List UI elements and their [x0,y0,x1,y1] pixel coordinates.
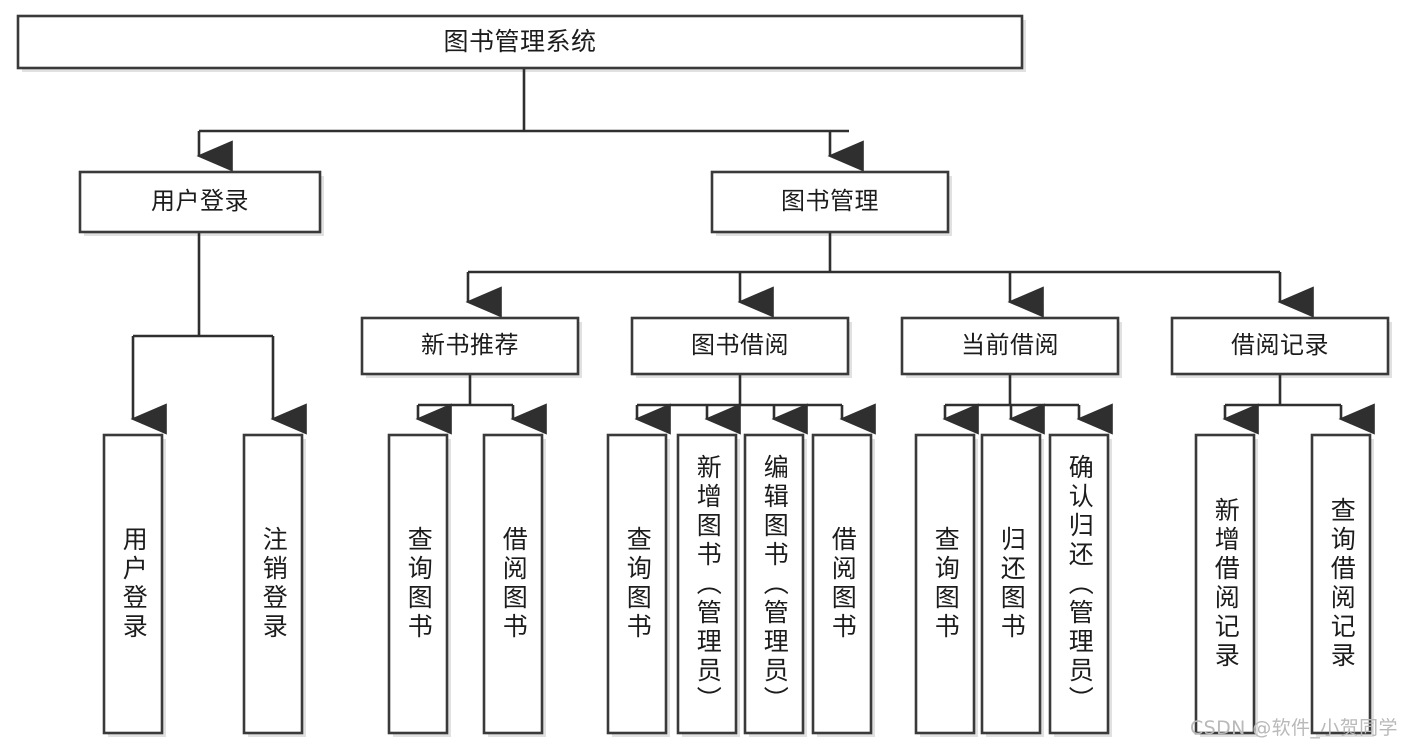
node-leaf-8[interactable] [914,433,976,735]
node-level2-1[interactable] [710,170,950,234]
node-leaf-4[interactable] [606,433,668,735]
node-root[interactable] [16,14,1024,70]
node-leaf-11[interactable] [1194,433,1256,735]
node-leaf-7[interactable] [811,433,873,735]
node-level2-0[interactable] [78,170,322,234]
node-leaf-12[interactable] [1310,433,1372,735]
node-level3-3[interactable] [1170,316,1390,376]
node-leaf-2[interactable] [387,433,449,735]
node-leaf-5[interactable] [676,433,738,735]
csdn-watermark: CSDN @软件_小贺同学 [1190,717,1398,739]
node-level3-1[interactable] [630,316,850,376]
node-leaf-1[interactable] [242,433,304,735]
node-level3-0[interactable] [360,316,580,376]
node-leaf-10[interactable] [1048,433,1110,735]
node-leaf-6[interactable] [743,433,805,735]
node-leaf-0[interactable] [102,433,164,735]
node-leaf-3[interactable] [482,433,544,735]
node-leaf-9[interactable] [980,433,1042,735]
node-level3-2[interactable] [900,316,1120,376]
connector-lines [130,68,1375,435]
